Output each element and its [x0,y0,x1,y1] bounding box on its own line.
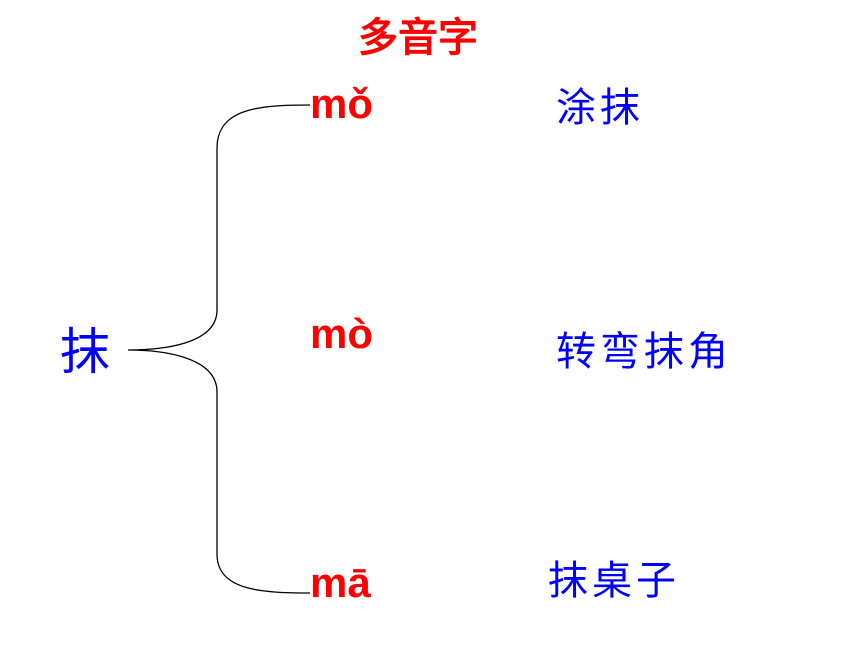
example-word: 涂抹 [556,85,644,131]
reading-pinyin: mā [310,559,371,606]
reading-pinyin: mǒ [310,80,373,127]
example-word: 转弯抹角 [556,329,732,375]
example-word: 抹桌子 [548,558,680,604]
polyphonic-character: 抹 [60,323,110,381]
page-title: 多音字 [358,15,478,61]
reading-pinyin: mò [310,310,373,357]
